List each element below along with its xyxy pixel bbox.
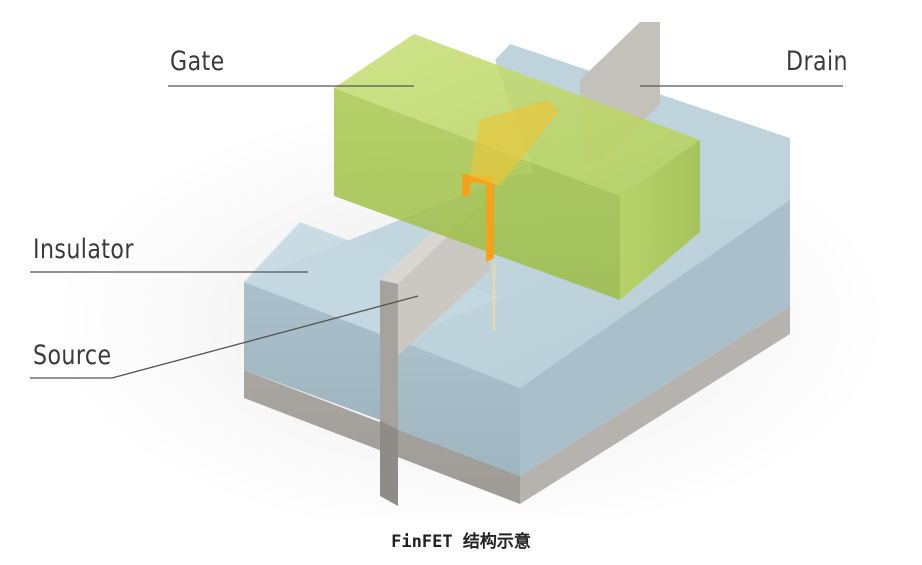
source-leader-line xyxy=(30,295,419,379)
substrate-right-face xyxy=(520,306,790,504)
leader-lines xyxy=(30,85,843,379)
gate-front-face xyxy=(334,88,620,300)
channel-highlight xyxy=(462,174,494,262)
source-label: Source xyxy=(33,340,112,371)
insulator-front-face-right xyxy=(398,340,520,476)
fin-slot-in-substrate xyxy=(380,420,398,506)
insulator-right-face xyxy=(520,200,790,476)
insulator-front-face-left xyxy=(244,282,380,420)
gate-label: Gate xyxy=(170,46,225,77)
gate-right-face xyxy=(620,140,700,300)
finfet-illustration xyxy=(30,22,890,520)
fin-front-face xyxy=(380,280,398,430)
channel-glow xyxy=(470,100,560,186)
insulator-label: Insulator xyxy=(33,234,134,265)
figure-caption: FinFET 结构示意 xyxy=(391,532,531,552)
drain-label: Drain xyxy=(786,46,848,77)
